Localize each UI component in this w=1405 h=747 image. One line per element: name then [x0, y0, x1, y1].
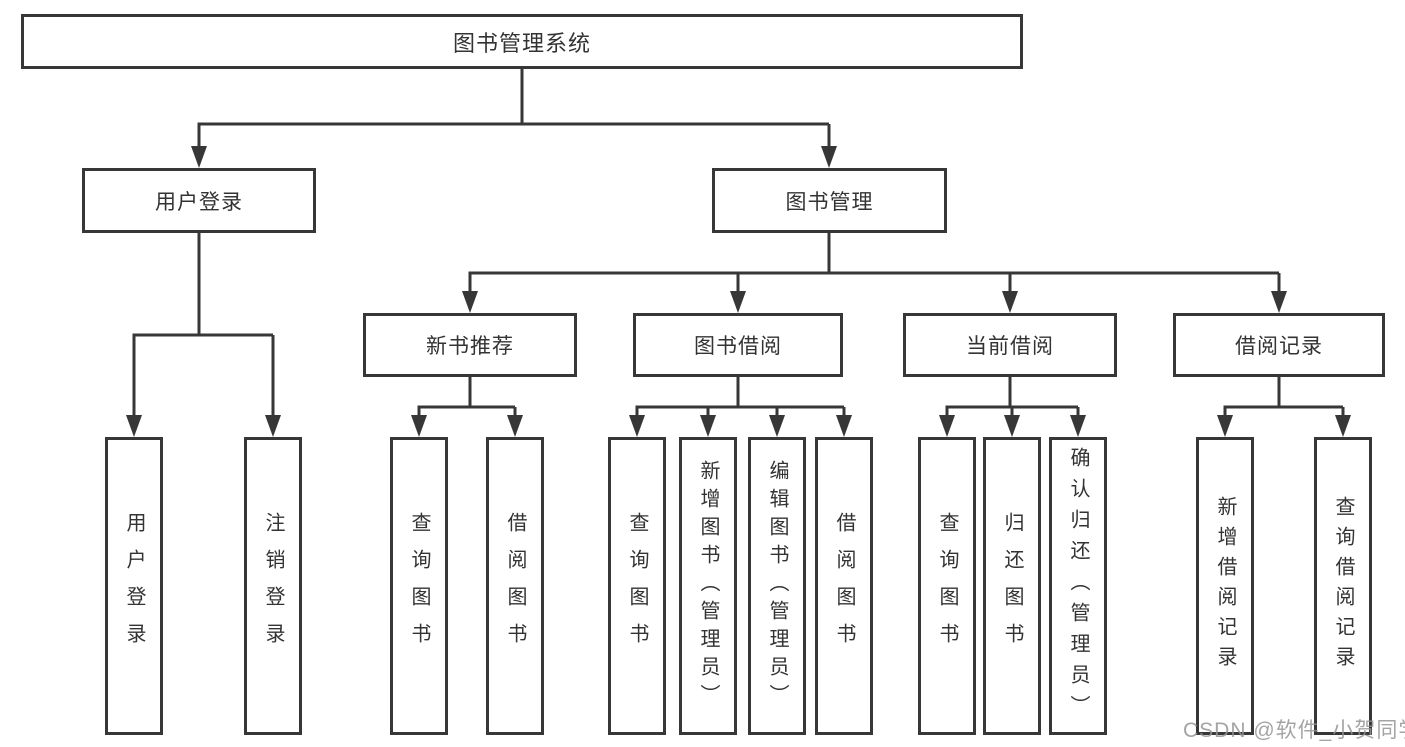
leaf-query-borrow-record: 查询借阅记录	[1314, 437, 1372, 735]
leaf-add-borrow-record: 新增借阅记录	[1196, 437, 1254, 735]
node-new-book-recommend: 新书推荐	[363, 313, 577, 377]
connector-bookmgmt-split	[468, 233, 1281, 296]
leaf-borrow-book-1: 借阅图书	[486, 437, 544, 735]
csdn-watermark: CSDN @软件_小贺同学	[1183, 719, 1405, 742]
arrowhead	[1217, 415, 1233, 437]
arrowhead	[191, 146, 207, 168]
leaf-query-book-3: 查询图书	[918, 437, 976, 735]
node-borrow-record: 借阅记录	[1173, 313, 1385, 377]
arrowhead	[265, 415, 281, 437]
connector-root-split	[197, 69, 831, 150]
arrowhead	[629, 415, 645, 437]
leaf-logout: 注销登录	[244, 437, 302, 735]
arrowhead	[769, 415, 785, 437]
arrowhead	[411, 415, 427, 437]
leaf-add-book-admin: 新增图书（管理员）	[679, 437, 737, 735]
node-current-borrow: 当前借阅	[903, 313, 1117, 377]
arrowhead	[821, 146, 837, 168]
arrowhead	[730, 291, 746, 313]
connector-newbook-split	[417, 377, 517, 420]
node-root: 图书管理系统	[21, 14, 1023, 69]
arrowhead	[1271, 291, 1287, 313]
leaf-return-book: 归还图书	[983, 437, 1041, 735]
arrowhead	[126, 415, 142, 437]
node-book-borrow: 图书借阅	[633, 313, 843, 377]
leaf-confirm-return-admin: 确认归还（管理员）	[1049, 437, 1107, 735]
arrowhead	[1335, 415, 1351, 437]
leaf-borrow-book-2: 借阅图书	[815, 437, 873, 735]
connector-record-split	[1223, 377, 1345, 420]
leaf-user-login: 用户登录	[105, 437, 163, 735]
arrowhead	[507, 415, 523, 437]
arrowhead	[1070, 415, 1086, 437]
arrowhead	[939, 415, 955, 437]
arrowhead	[1002, 291, 1018, 313]
leaf-query-book-1: 查询图书	[390, 437, 448, 735]
arrowhead	[836, 415, 852, 437]
arrowhead	[700, 415, 716, 437]
arrowhead	[1004, 415, 1020, 437]
leaf-edit-book-admin: 编辑图书（管理员）	[748, 437, 806, 735]
node-book-management: 图书管理	[712, 168, 947, 233]
connector-userlogin-split	[132, 233, 275, 420]
leaf-query-book-2: 查询图书	[608, 437, 666, 735]
arrowhead	[462, 291, 478, 313]
connector-borrow-split	[635, 377, 846, 420]
connector-current-split	[945, 377, 1080, 420]
node-user-login-group: 用户登录	[82, 168, 316, 233]
